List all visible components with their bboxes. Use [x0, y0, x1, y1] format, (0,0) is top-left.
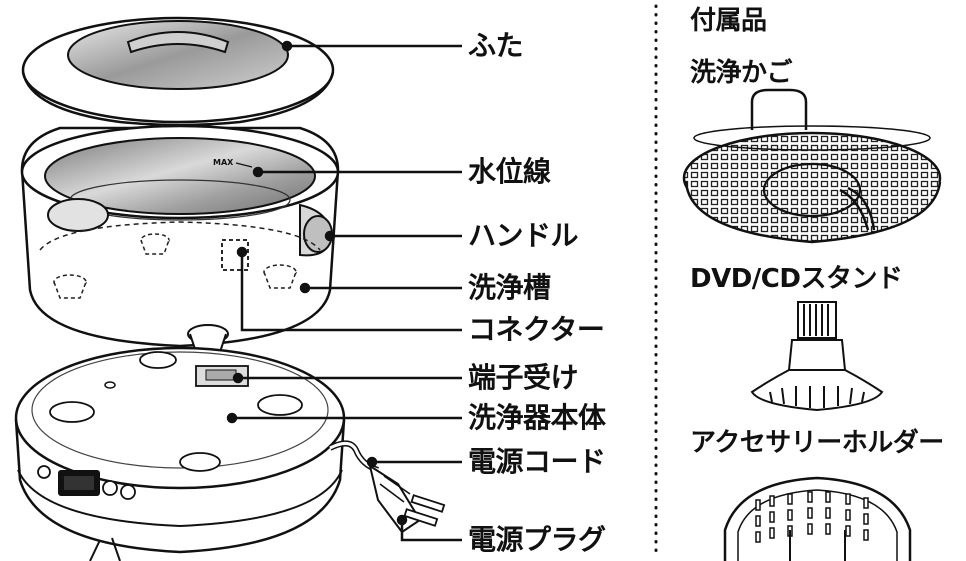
label-lid: ふた	[468, 29, 524, 62]
accessories-title: 付属品	[690, 6, 767, 36]
basket-drawing	[682, 88, 942, 244]
label-water-line: 水位線	[468, 155, 551, 188]
label-power-cord: 電源コード	[468, 445, 606, 478]
label-terminal: 端子受け	[468, 361, 579, 394]
label-handle: ハンドル	[468, 219, 579, 252]
base-drawing	[14, 346, 346, 561]
max-mark: MAX	[213, 158, 234, 167]
accessory-basket-label: 洗浄かご	[690, 58, 793, 88]
label-tank: 洗浄槽	[468, 271, 551, 304]
dvd-stand-drawing	[750, 301, 884, 412]
accessory-holder-label: アクセサリーホルダー	[690, 428, 944, 458]
cord-drawing	[328, 440, 446, 534]
label-body: 洗浄器本体	[468, 401, 606, 434]
leader-lines	[226, 40, 462, 542]
holder-drawing	[723, 476, 912, 561]
tank-drawing: MAX	[20, 124, 340, 353]
accessory-dvd-stand-label: DVD/CDスタンド	[690, 264, 903, 294]
label-power-plug: 電源プラグ	[468, 523, 606, 556]
lid-drawing	[21, 16, 335, 127]
label-connector: コネクター	[468, 313, 605, 346]
